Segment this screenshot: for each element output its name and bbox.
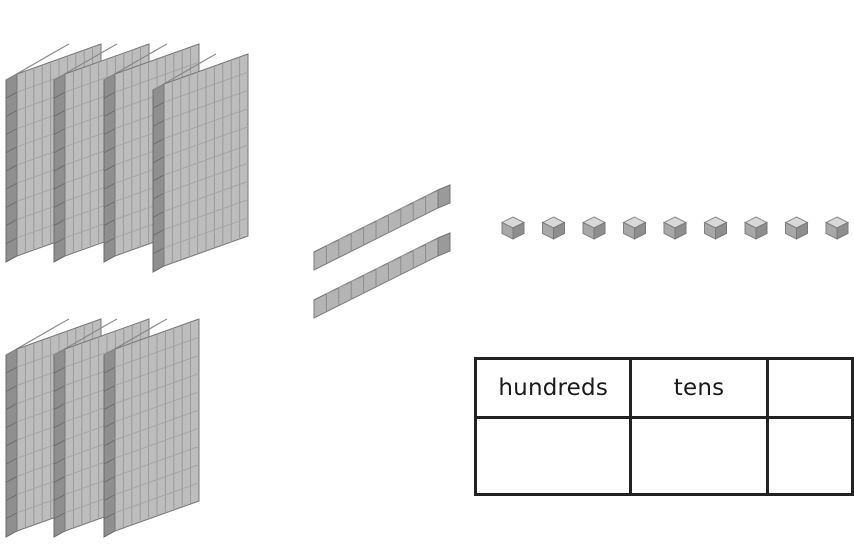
hundreds-answer-cell[interactable] bbox=[476, 418, 631, 495]
ones-cube bbox=[502, 217, 524, 239]
ones-cube bbox=[826, 217, 848, 239]
ones-cube bbox=[624, 217, 646, 239]
hundreds-flat bbox=[153, 54, 248, 272]
ones-cube bbox=[786, 217, 808, 239]
ones-answer-cell[interactable] bbox=[767, 418, 852, 495]
ones-cube bbox=[583, 217, 605, 239]
tens-rods-group bbox=[314, 185, 450, 318]
hundreds-header: hundreds bbox=[476, 359, 631, 418]
ones-cube bbox=[664, 217, 686, 239]
tens-header: tens bbox=[631, 359, 767, 418]
ones-cubes-group bbox=[502, 217, 848, 239]
ones-cube bbox=[543, 217, 565, 239]
place-value-header-row: hundreds tens bbox=[476, 359, 853, 418]
tens-answer-cell[interactable] bbox=[631, 418, 767, 495]
hundreds-flat bbox=[104, 319, 199, 537]
hundreds-flats-group bbox=[6, 44, 248, 537]
place-value-answer-row bbox=[476, 418, 853, 495]
ones-header bbox=[767, 359, 852, 418]
ones-cube bbox=[745, 217, 767, 239]
ones-cube bbox=[705, 217, 727, 239]
place-value-table: hundreds tens bbox=[474, 357, 854, 496]
